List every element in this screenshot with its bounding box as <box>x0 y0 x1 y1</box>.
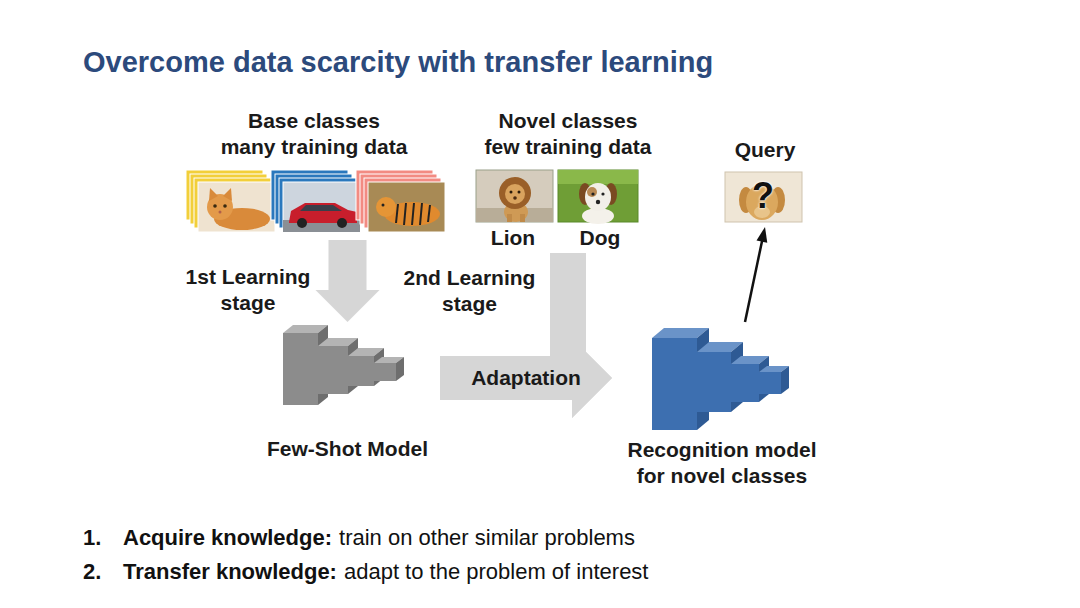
model-node: Recognition model for novel classes <box>612 322 832 489</box>
arrow-line <box>745 241 762 322</box>
car-image-stack <box>271 170 360 232</box>
query-image <box>725 172 802 222</box>
edge-label: Adaptation <box>468 365 584 391</box>
grey-network-blocks-part <box>283 333 318 405</box>
list-number: 1. <box>83 524 123 552</box>
tiger-image-stack-part <box>396 204 398 223</box>
bullet-row: 2.Transfer knowledge: adapt to the proble… <box>83 558 648 586</box>
arrow-head <box>757 227 768 243</box>
edge-label: 1st Learning stage <box>176 264 321 316</box>
node-label: Query <box>735 137 796 163</box>
bold-term: Transfer knowledge: <box>123 559 337 584</box>
cat-image-stack-part <box>209 188 218 201</box>
grey-network-blocks-part <box>396 357 404 381</box>
blue-network-blocks-part <box>652 338 697 430</box>
lion-image <box>476 170 553 222</box>
block-arrow <box>568 253 612 418</box>
cat-image-stack-part <box>223 188 232 201</box>
cat-image-stack-part <box>198 182 275 232</box>
image-node: Lion <box>472 171 554 251</box>
grey-network-blocks-part <box>318 346 348 394</box>
cat-image-stack-part <box>219 211 222 214</box>
blue-network-blocks <box>652 328 789 430</box>
tiger-image-stack-part <box>428 205 430 222</box>
block-arrow-body <box>329 240 367 291</box>
tiger-image-stack-part <box>382 204 385 207</box>
tiger-image-stack-part <box>376 197 396 217</box>
car-image-stack-part <box>283 182 360 232</box>
lion-image-part <box>476 170 553 222</box>
cat-image-stack-part <box>223 204 227 208</box>
block-arrow <box>316 240 380 322</box>
block-arrow <box>440 338 612 418</box>
question-mark: ? <box>752 176 774 216</box>
dog-image-part <box>587 187 597 197</box>
edge-label: 2nd Learning stage <box>397 265 542 317</box>
lion-image-part <box>507 214 512 222</box>
cat-image-stack <box>186 170 275 232</box>
dog-image <box>558 170 638 224</box>
node-label: Recognition model for novel classes <box>617 437 827 489</box>
node-label: Base classes many training data <box>194 108 434 160</box>
lion-image-part <box>513 196 517 200</box>
blue-network-blocks-part <box>731 364 759 402</box>
node-label: Lion <box>491 225 535 251</box>
grey-network-blocks-part <box>374 363 396 381</box>
arrow-connector <box>745 227 767 322</box>
car-image-stack-part <box>300 205 342 211</box>
node-label: Few-Shot Model <box>267 436 428 462</box>
blue-network-blocks-part <box>781 366 789 394</box>
dog-image-part <box>585 183 611 211</box>
lion-image-part <box>499 177 531 209</box>
list-number: 2. <box>83 558 123 586</box>
dog-image-part <box>596 200 600 204</box>
bullet-row: 1.Acquire knowledge: train on other simil… <box>83 524 635 552</box>
list-text: train on other similar problems <box>339 525 635 550</box>
cat-image-stack-part <box>213 204 217 208</box>
car-image-stack-part <box>337 218 347 228</box>
tiger-image-stack-part <box>412 203 414 225</box>
image-group: Base classes many training data <box>178 108 450 240</box>
blue-network-blocks-part <box>759 372 781 394</box>
dog-image-part <box>601 192 604 195</box>
tiger-image-stack-part <box>420 203 422 225</box>
node-label: Dog <box>580 225 621 251</box>
query-image-part <box>725 172 802 222</box>
model-node: Few-Shot Model <box>255 322 440 462</box>
tiger-image-stack-part <box>368 182 445 232</box>
bold-term: Acquire knowledge: <box>123 525 332 550</box>
image-group: Novel classes few training dataLion Dog <box>458 108 678 253</box>
lion-image-part <box>518 191 521 194</box>
lion-image-part <box>520 214 525 222</box>
tiger-image-stack-part <box>404 203 406 225</box>
list-text: adapt to the problem of interest <box>344 559 649 584</box>
lion-image-part <box>510 191 513 194</box>
car-image-stack-part <box>297 218 307 228</box>
dog-image-part <box>558 170 638 184</box>
node-label: Novel classes few training data <box>466 108 671 160</box>
slide-title: Overcome data scarcity with transfer lea… <box>83 45 713 79</box>
tiger-image-stack <box>356 170 445 232</box>
grey-network-blocks-part <box>348 356 374 386</box>
arrow-head <box>316 290 380 322</box>
grey-network-blocks <box>283 325 404 405</box>
blue-network-blocks-part <box>697 352 731 412</box>
lion-image-part <box>505 184 525 204</box>
image-node: Dog <box>556 171 644 251</box>
dog-image-part <box>591 192 594 195</box>
